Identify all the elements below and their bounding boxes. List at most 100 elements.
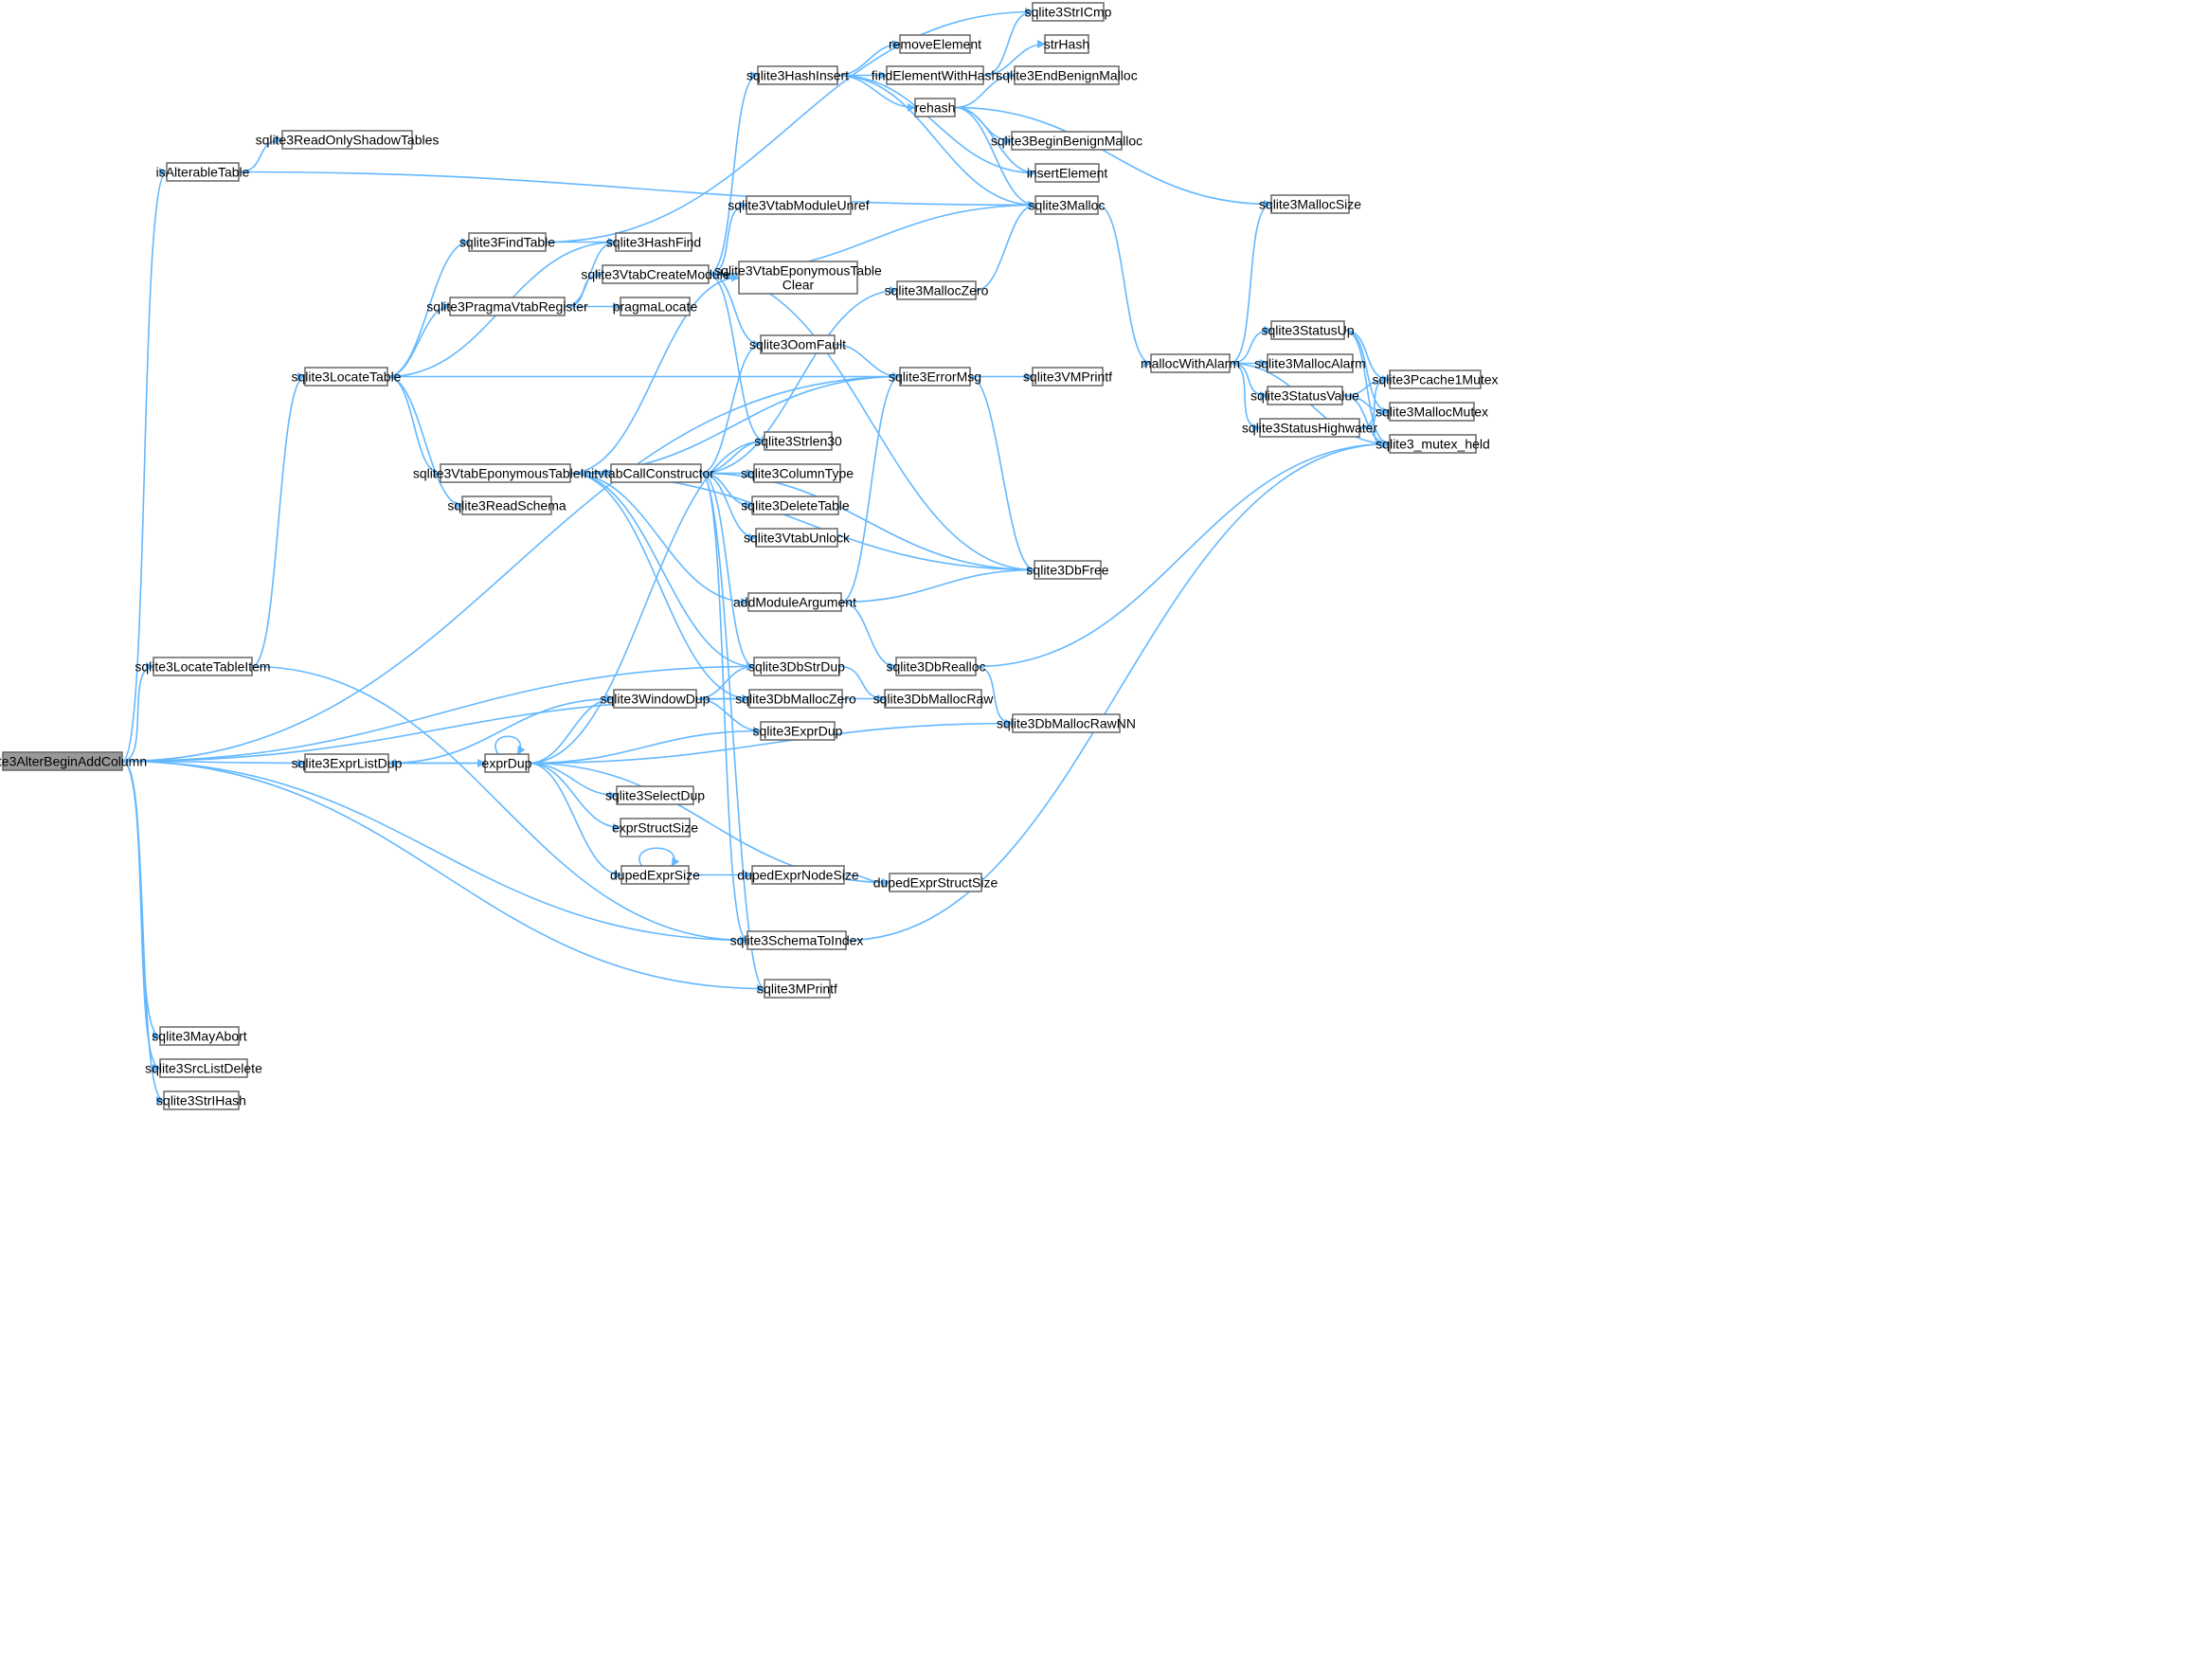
call-edge [1341, 394, 1391, 448]
node-box [764, 431, 833, 451]
node-box [1267, 386, 1343, 405]
function-node[interactable]: sqlite3LocateTableItem [135, 657, 271, 676]
function-node[interactable]: findElementWithHash [872, 65, 999, 85]
function-node[interactable]: mallocWithAlarm [1141, 353, 1240, 373]
function-node[interactable]: sqlite3DbStrDup [748, 657, 845, 676]
function-node[interactable]: sqlite3Strlen30 [754, 431, 842, 451]
function-node[interactable]: insertElement [1027, 163, 1108, 183]
function-name: sqlite3MallocAlarm [1254, 356, 1365, 371]
node-box [746, 930, 847, 950]
call-edge [700, 472, 755, 671]
function-name: sqlite3ReadOnlyShadowTables [256, 133, 440, 148]
function-node[interactable]: dupedExprSize [610, 865, 700, 885]
function-node[interactable]: sqlite3PragmaVtabRegister [426, 297, 588, 316]
node-box [757, 65, 838, 85]
function-node[interactable]: sqlite3MallocZero [885, 280, 989, 300]
function-name: sqlite3FindTable [459, 235, 555, 250]
function-node[interactable]: exprStructSize [612, 818, 698, 838]
function-node[interactable]: sqlite3MayAbort [152, 1026, 247, 1046]
function-node[interactable]: dupedExprNodeSize [737, 865, 859, 885]
function-node[interactable]: sqlite3FindTable [459, 232, 555, 252]
node-box [304, 753, 389, 773]
call-edge [564, 238, 617, 308]
node-box [166, 162, 240, 182]
function-node[interactable]: pragmaLocate [613, 297, 698, 316]
function-node[interactable]: dupedExprStructSize [873, 873, 998, 892]
function-node[interactable]: sqlite3Malloc [1029, 195, 1106, 215]
function-node[interactable]: sqlite3MallocMutex [1376, 402, 1488, 422]
call-edge [836, 40, 901, 77]
function-node[interactable]: sqlite3ErrorMsg [889, 367, 981, 387]
call-edge [708, 273, 1035, 574]
function-node[interactable]: sqlite3OomFault [749, 334, 846, 354]
function-node[interactable]: sqlite3StatusValue [1250, 386, 1359, 405]
node-box [449, 297, 566, 316]
function-node[interactable]: sqlite3VMPrintf [1023, 367, 1112, 387]
function-node[interactable]: sqlite3StatusUp [1261, 320, 1355, 340]
function-node[interactable]: addModuleArgument [733, 592, 856, 612]
function-node[interactable]: sqlite3DbRealloc [886, 657, 986, 676]
function-node[interactable]: sqlite3WindowDup [601, 689, 710, 709]
call-edge [638, 847, 680, 867]
function-node[interactable]: sqlite3HashFind [606, 232, 701, 252]
function-name: sqlite3DbStrDup [748, 659, 845, 675]
function-name: sqlite3VtabCreateModule [581, 267, 729, 282]
function-node[interactable]: sqlite3DbMallocRaw [873, 689, 995, 709]
function-name: sqlite3HashInsert [746, 68, 849, 83]
call-edge [840, 372, 901, 603]
function-node[interactable]: sqlite3StrIHash [156, 1090, 246, 1110]
function-node[interactable]: vtabCallConstructor [598, 463, 714, 483]
function-node[interactable]: sqlite3DbFree [1026, 560, 1109, 580]
function-node[interactable]: sqlite3SrcListDelete [145, 1058, 262, 1078]
function-node[interactable]: sqlite3ExprDup [753, 721, 843, 741]
function-node[interactable]: sqlite3ColumnType [741, 463, 854, 483]
function-node[interactable]: removeElement [889, 34, 981, 54]
function-node[interactable]: sqlite3VtabModuleUnref [728, 195, 870, 215]
function-node[interactable]: sqlite3SchemaToIndex [730, 930, 864, 950]
function-node[interactable]: exprDup [482, 753, 532, 773]
function-node[interactable]: sqlite3VtabUnlock [744, 528, 851, 548]
root-function-node[interactable]: sqlite3AlterBeginAddColumn [0, 751, 147, 771]
function-node[interactable]: sqlite3HashInsert [746, 65, 849, 85]
function-name: sqlite3EndBenignMalloc [996, 68, 1137, 83]
function-node[interactable]: sqlite3StrICmp [1025, 2, 1112, 22]
function-node[interactable]: sqlite3MallocAlarm [1254, 353, 1366, 373]
function-node[interactable]: sqlite3MPrintf [757, 979, 837, 999]
function-node[interactable]: sqlite3ReadOnlyShadowTables [256, 130, 440, 150]
function-name: sqlite3SelectDup [605, 788, 705, 803]
function-node[interactable]: sqlite3DeleteTable [741, 495, 850, 515]
function-node[interactable]: sqlite3DbMallocZero [735, 689, 856, 709]
function-node[interactable]: strHash [1044, 34, 1089, 54]
function-node[interactable]: sqlite3ReadSchema [447, 495, 566, 515]
function-name: rehash [915, 100, 956, 116]
function-node[interactable]: sqlite3BeginBenignMalloc [991, 131, 1142, 151]
call-edge [569, 472, 1035, 574]
function-node[interactable]: sqlite3Pcache1Mutex [1372, 369, 1499, 389]
function-name: isAlterableTable [156, 165, 250, 180]
node-box [753, 463, 841, 483]
function-node[interactable]: sqlite3ExprListDup [292, 753, 403, 773]
function-node[interactable]: sqlite3VtabCreateModule [581, 264, 730, 284]
function-name: sqlite3_mutex_held [1376, 437, 1490, 452]
call-edge [834, 343, 901, 381]
function-node[interactable]: sqlite3_mutex_held [1376, 434, 1490, 454]
function-name: sqlite3MPrintf [757, 982, 837, 997]
function-node[interactable]: isAlterableTable [156, 162, 250, 182]
node-box [304, 367, 388, 387]
node-box [1014, 65, 1120, 85]
function-node[interactable]: sqlite3LocateTable [292, 367, 402, 387]
call-edge [954, 106, 1036, 209]
call-edge [528, 437, 765, 765]
function-node[interactable]: sqlite3DbMallocRawNN [997, 713, 1136, 733]
function-name: sqlite3VtabUnlock [744, 531, 851, 546]
node-box [1150, 353, 1231, 373]
function-node[interactable]: sqlite3EndBenignMalloc [996, 65, 1138, 85]
call-edge [528, 762, 621, 832]
node-box [281, 130, 413, 150]
function-node[interactable]: sqlite3MallocSize [1259, 194, 1361, 214]
function-node[interactable]: sqlite3VtabEponymousTableInit [413, 463, 598, 483]
function-node[interactable]: sqlite3StatusHighwater [1242, 418, 1378, 438]
function-node[interactable]: sqlite3SelectDup [605, 785, 705, 805]
function-node[interactable]: rehash [914, 98, 956, 117]
